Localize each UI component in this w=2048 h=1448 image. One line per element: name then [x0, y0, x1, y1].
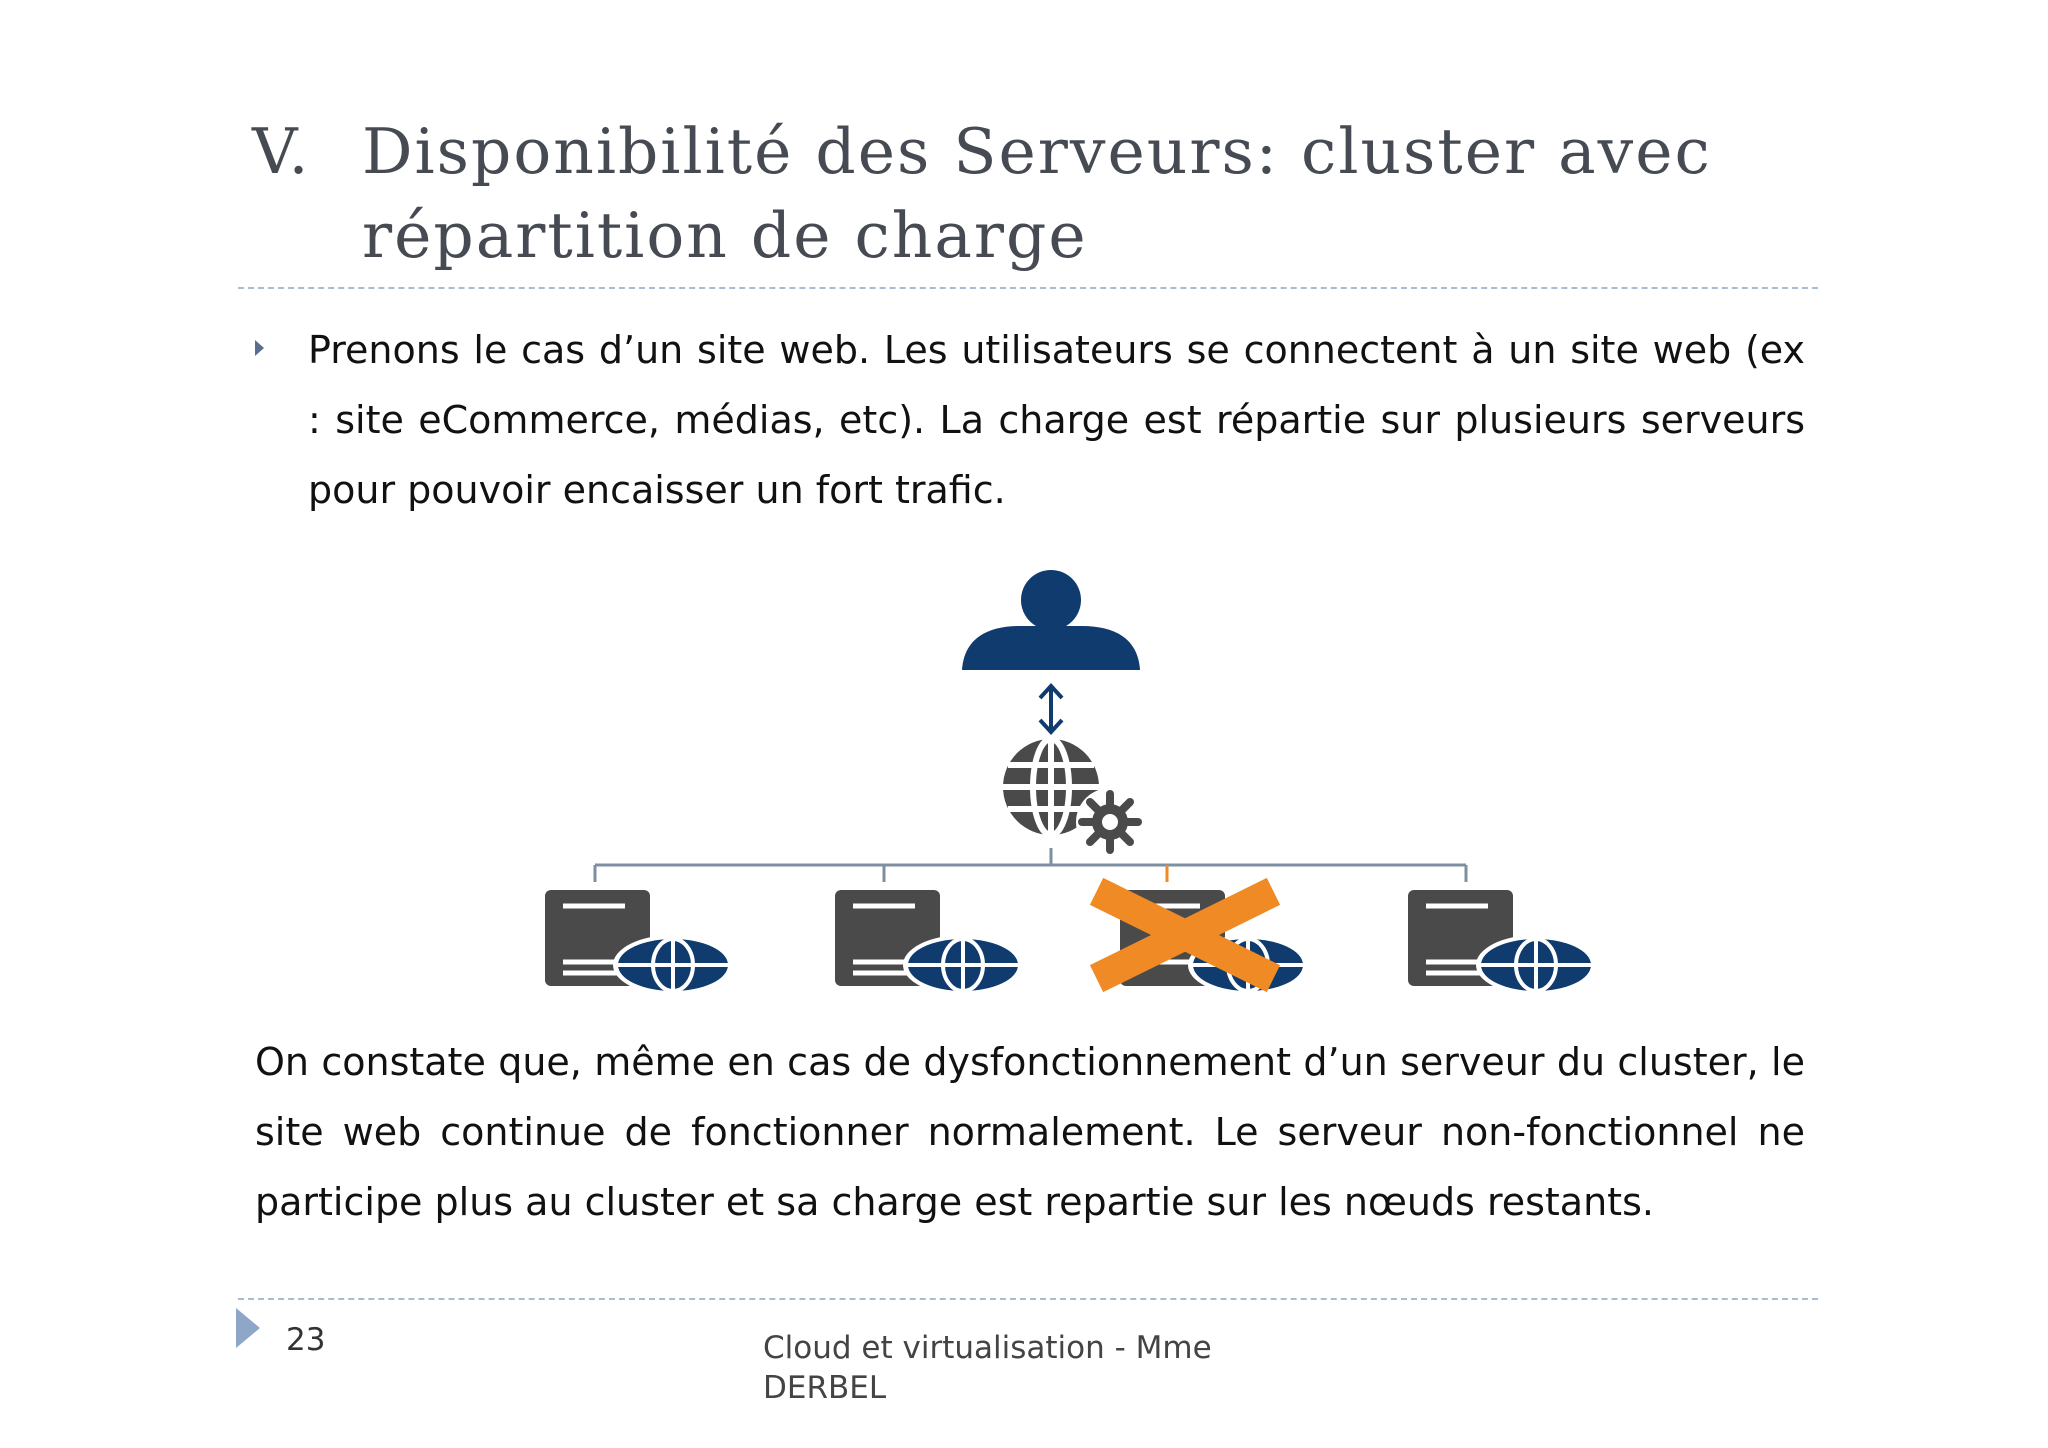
bullet-arrow-icon	[255, 340, 264, 356]
bidirectional-arrow-icon	[1038, 683, 1064, 735]
bullet-text: Prenons le cas d’un site web. Les utilis…	[308, 328, 1805, 512]
diagram-svg	[545, 570, 1596, 995]
globe-gear-icon	[1003, 736, 1144, 856]
footer-divider	[238, 1298, 1818, 1300]
section-number: V.	[252, 115, 311, 188]
load-balancing-diagram	[530, 560, 1630, 1010]
failure-x-icon	[1089, 877, 1281, 993]
conclusion-paragraph: On constate que, même en cas de dysfonct…	[255, 1040, 1805, 1224]
title-divider	[238, 287, 1818, 289]
server-globe-icon	[545, 890, 733, 995]
footer-arrow-icon	[236, 1308, 260, 1348]
user-icon	[962, 570, 1140, 670]
course-footer: Cloud et virtualisation - Mme DERBEL	[763, 1330, 1212, 1406]
server-globe-icon	[1408, 890, 1596, 995]
cluster-connector	[593, 848, 1468, 882]
failed-server-icon	[1089, 877, 1308, 995]
server-globe-icon	[835, 890, 1023, 995]
page-number: 23	[286, 1322, 326, 1358]
title-text: Disponibilité des Serveurs: cluster avec…	[362, 115, 1712, 272]
